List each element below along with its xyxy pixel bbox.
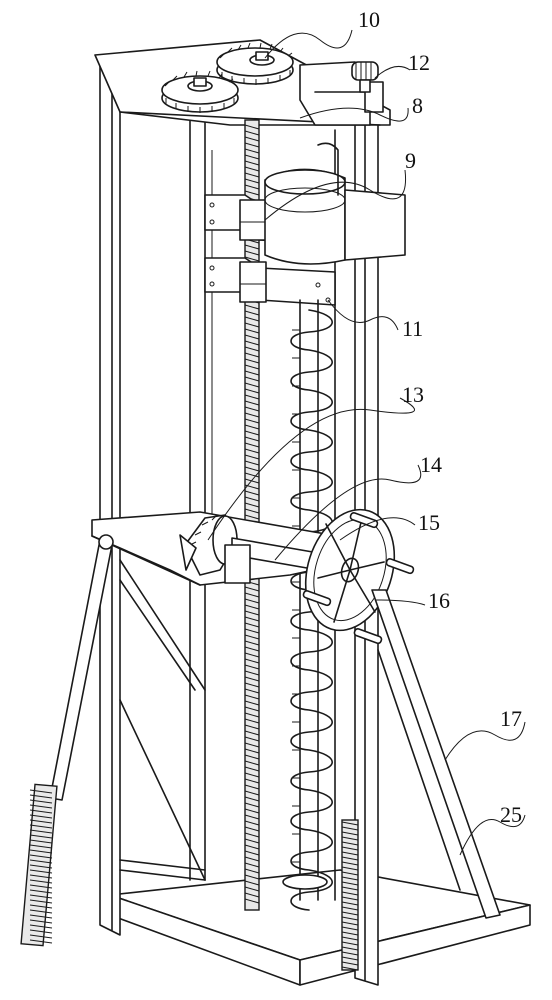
slide-bracket-lower (204, 257, 336, 306)
callout-13: 13 (402, 382, 424, 407)
callout-11: 11 (402, 316, 423, 341)
callout-labels: 10 12 8 9 11 13 14 15 16 17 25 (358, 7, 522, 827)
adjust-knob (351, 61, 379, 93)
gear-large (216, 42, 294, 85)
handwheel-shaft (224, 537, 331, 584)
callout-17: 17 (500, 706, 522, 731)
callout-10: 10 (358, 7, 380, 32)
handwheel (302, 508, 415, 645)
leader-lines (207, 29, 526, 856)
callout-12: 12 (408, 50, 430, 75)
left-leg (20, 534, 114, 947)
gear-small (161, 70, 239, 113)
rear-post-thread (341, 819, 359, 971)
callout-9: 9 (405, 148, 416, 173)
drive-motor (264, 142, 406, 265)
callout-16: 16 (428, 588, 450, 613)
callout-8: 8 (412, 93, 423, 118)
right-leg (371, 589, 501, 919)
callout-14: 14 (420, 452, 442, 477)
callout-25: 25 (500, 802, 522, 827)
callout-15: 15 (418, 510, 440, 535)
